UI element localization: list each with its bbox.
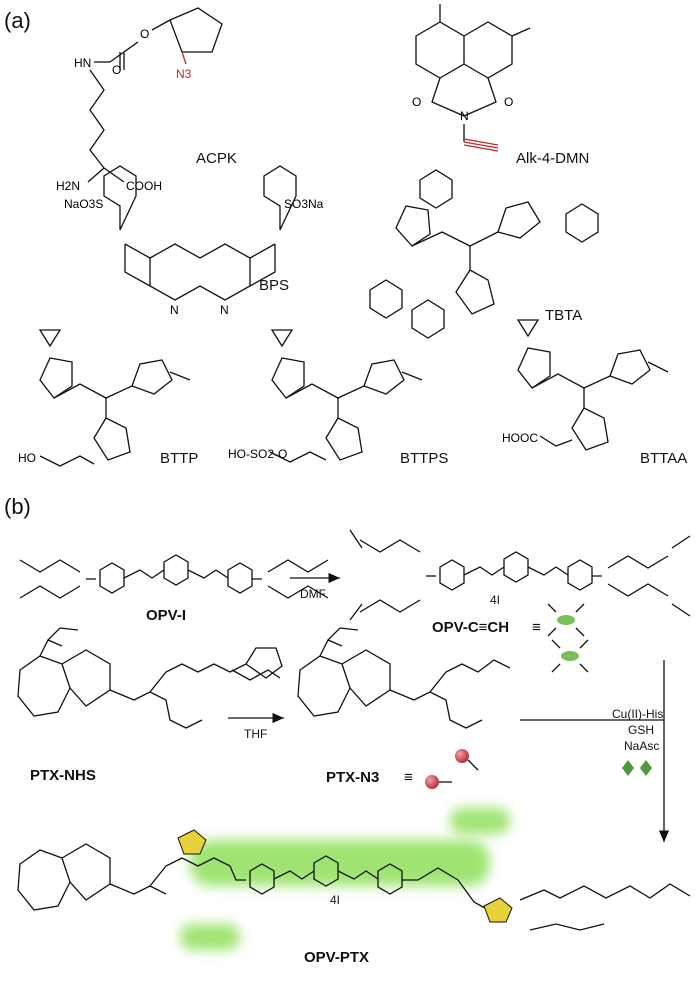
condition-2: GSH — [628, 723, 654, 737]
opv-i-structure — [19, 554, 329, 599]
aminopropyl-azide-reagent — [231, 669, 281, 681]
bps-name: BPS — [259, 277, 289, 294]
thf-label: THF — [244, 727, 267, 741]
counter-ion-top: 4I — [490, 593, 500, 607]
alk4dmn-name: Alk-4-DMN — [516, 150, 589, 167]
bps-sulfonate-left: NaO3S — [64, 197, 103, 211]
svg-text:N: N — [170, 303, 179, 317]
opv-alkyne-structure — [349, 529, 691, 621]
acpk-nh-label: HN — [74, 56, 91, 70]
panel-label-b: (b) — [4, 494, 31, 519]
acpk-structure: N3 O O HN H2N COOH — [56, 7, 223, 193]
tbta-name: TBTA — [545, 307, 582, 324]
bttps-name: BTTPS — [400, 450, 448, 467]
svg-text:O: O — [112, 63, 121, 77]
svg-text:O: O — [412, 95, 421, 109]
triazole-highlights — [177, 829, 513, 923]
bttps-structure: HO-SO2-O — [228, 329, 423, 463]
opv-i-label: OPV-I — [146, 607, 186, 624]
equiv-sign-opv: ≡ — [532, 619, 541, 636]
tbta-structure — [369, 169, 599, 339]
bttp-name: BTTP — [160, 450, 198, 467]
acpk-name: ACPK — [196, 150, 237, 167]
svg-text:N: N — [220, 303, 229, 317]
dmf-label: DMF — [300, 587, 326, 601]
ptx-cartoon-icon — [425, 749, 479, 789]
bttaa-carboxyl: HOOC — [502, 431, 538, 445]
opv-alkyne-label: OPV-C≡CH — [432, 619, 509, 636]
opv-cartoon-icon — [547, 603, 589, 673]
bttp-structure: HO — [18, 329, 191, 467]
acpk-acid-label: COOH — [126, 179, 162, 193]
bttp-hydroxyl: HO — [18, 451, 36, 465]
ptx-n3-structure — [297, 627, 511, 729]
alk4dmn-structure: O O N — [412, 4, 531, 152]
condition-1: Cu(II)-His — [612, 707, 663, 721]
ptx-n3-label: PTX-N3 — [326, 769, 379, 786]
ptx-nhs-label: PTX-NHS — [30, 767, 96, 784]
svg-text:O: O — [504, 95, 513, 109]
opv-ptx-label: OPV-PTX — [304, 949, 369, 966]
condition-3: NaAsc — [624, 739, 659, 753]
acpk-azide-label: N3 — [176, 67, 192, 81]
acpk-oxygen-label: O — [140, 27, 149, 41]
equiv-sign-ptx: ≡ — [404, 769, 413, 786]
ptx-nhs-structure — [17, 627, 283, 729]
bttaa-structure: HOOC — [502, 319, 669, 451]
bttaa-name: BTTAA — [640, 450, 687, 467]
counter-ion-product: 4I — [330, 893, 340, 907]
opv-ptx-glow — [180, 808, 510, 950]
panel-label-a: (a) — [4, 8, 31, 33]
acpk-amine-label: H2N — [56, 179, 80, 193]
bttps-sulfate: HO-SO2-O — [228, 447, 287, 461]
bps-structure: N N NaO3S SO3Na — [64, 165, 324, 317]
catalyst-icon — [622, 760, 652, 776]
bps-sulfonate-right: SO3Na — [284, 197, 324, 211]
svg-text:N: N — [460, 109, 469, 123]
